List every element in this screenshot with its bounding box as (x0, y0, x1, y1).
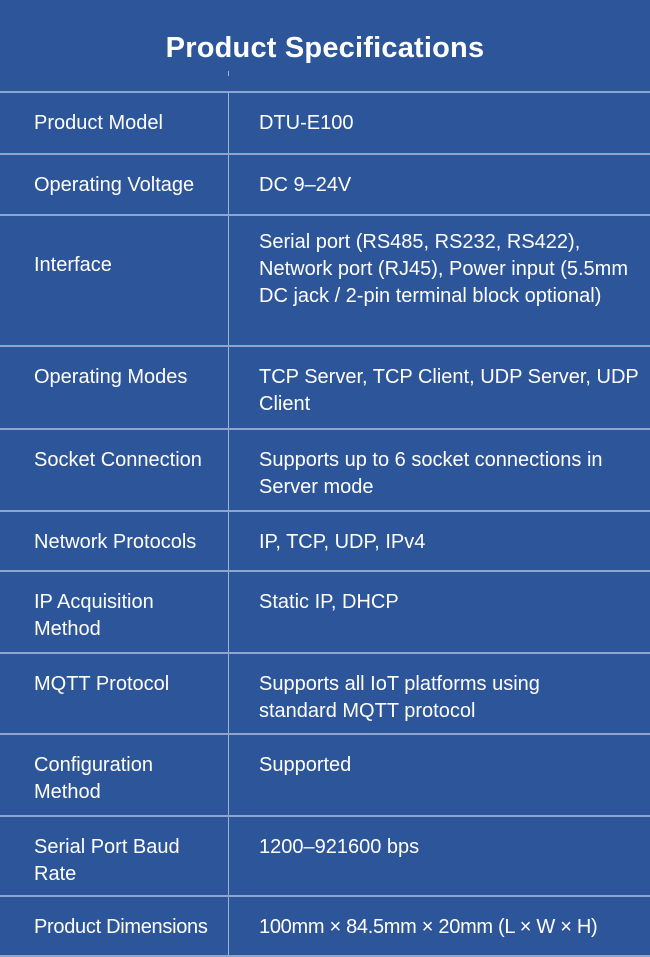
spec-row-ip-acquisition: IP Acquisition Method Static IP, DHCP (0, 572, 650, 654)
spec-value: Serial port (RS485, RS232, RS422), Netwo… (259, 231, 629, 307)
spec-value: Static IP, DHCP (259, 591, 399, 613)
spec-row-product-dimensions: Product Dimensions 100mm × 84.5mm × 20mm … (0, 897, 650, 957)
spec-value: Supports all IoT platforms using standar… (259, 673, 540, 722)
spec-value: Supported (259, 754, 352, 776)
spec-row-network-protocols: Network Protocols IP, TCP, UDP, IPv4 (0, 512, 650, 572)
spec-row-interface: Interface Serial port (RS485, RS232, RS42… (0, 216, 650, 347)
spec-label: Configuration Method (0, 735, 229, 815)
spec-row-operating-voltage: Operating Voltage DC 9–24V (0, 155, 650, 216)
spec-label: Serial Port Baud Rate (0, 817, 229, 895)
page-title: Product Specifications (165, 32, 485, 64)
spec-label: Socket Connection (0, 430, 229, 510)
spec-label: Operating Modes (0, 347, 229, 428)
spec-label: MQTT Protocol (0, 654, 229, 733)
spec-row-product-model: Product Model DTU-E100 (0, 93, 650, 155)
spec-value: 100mm × 84.5mm × 20mm (L × W × H) (259, 916, 598, 938)
spec-value: Supports up to 6 socket connections in S… (259, 449, 603, 498)
spec-row-socket-connection: Socket Connection Supports up to 6 socket… (0, 430, 650, 512)
spec-table: Product Model DTU-E100 Operating Voltage D… (0, 91, 650, 957)
spec-label: Product Model (0, 93, 229, 153)
spec-row-operating-modes: Operating Modes TCP Server, TCP Client, U… (0, 347, 650, 430)
spec-label: Interface (0, 216, 229, 345)
spec-label: Product Dimensions (0, 897, 229, 955)
spec-row-configuration-method: Configuration Method Supported (0, 735, 650, 817)
spec-row-baud-rate: Serial Port Baud Rate 1200–921600 bps (0, 817, 650, 897)
spec-row-mqtt-protocol: MQTT Protocol Supports all IoT platforms … (0, 654, 650, 735)
spec-value: 1200–921600 bps (259, 836, 420, 858)
spec-label: Operating Voltage (0, 155, 229, 214)
spec-value: DTU-E100 (259, 112, 354, 134)
spec-value: DC 9–24V (259, 174, 352, 196)
spec-label: IP Acquisition Method (0, 572, 229, 652)
spec-value: IP, TCP, UDP, IPv4 (259, 531, 426, 553)
spec-value: TCP Server, TCP Client, UDP Server, UDP … (259, 366, 639, 415)
spec-label: Network Protocols (0, 512, 229, 570)
divider-tick (228, 71, 229, 76)
